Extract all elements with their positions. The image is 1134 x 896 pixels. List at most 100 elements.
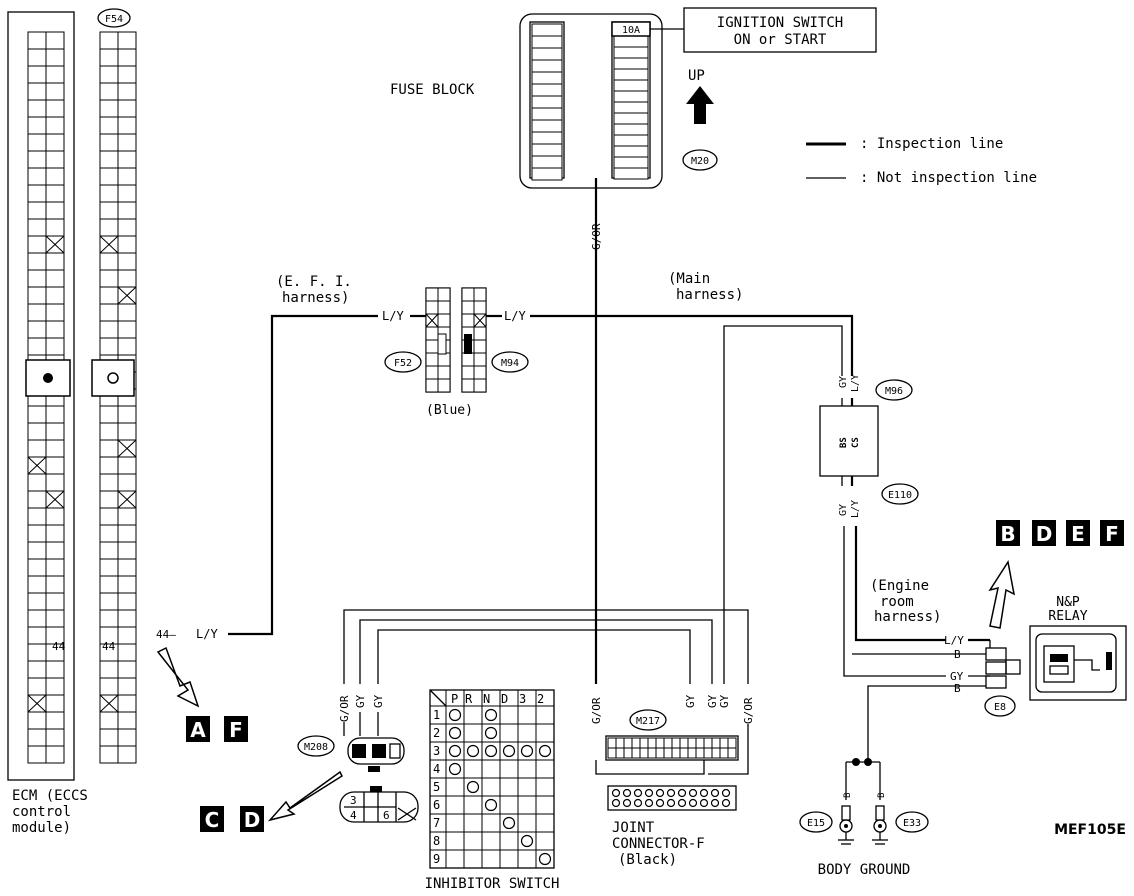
joint-label-1: JOINT — [612, 820, 655, 836]
badge-e: E — [1071, 522, 1085, 546]
f54-connector — [91, 31, 137, 764]
badge-f-right: F — [1105, 522, 1119, 546]
badge-d: D — [244, 808, 261, 832]
wire-gy-relay: GY — [950, 670, 964, 683]
inh-header-n: N — [483, 692, 490, 706]
wire-ly-ecm: L/Y — [196, 627, 218, 641]
wire-ly-m96: L/Y — [850, 374, 861, 392]
m208-connector: 3 4 6 — [339, 737, 419, 823]
badge-a: A — [190, 718, 206, 742]
m94-code: M94 — [501, 358, 519, 369]
badge-b: B — [1000, 522, 1015, 546]
ecm-label-3: module) — [12, 820, 71, 836]
inhibitor-table: P R N D 3 2 1 2 3 4 5 6 7 8 9 — [429, 689, 555, 869]
ignition-line1: IGNITION SWITCH — [717, 15, 843, 31]
engine-harness-1: (Engine — [870, 578, 929, 594]
ecm-label-1: ECM (ECCS — [12, 788, 88, 804]
ground-icon-e15 — [838, 805, 854, 845]
ecm-pin-44: 44 — [52, 640, 66, 653]
badge-group-bdef: B D E F — [996, 520, 1124, 546]
badge-group-cd: C D — [200, 806, 264, 832]
wire-b-e33: B — [877, 793, 887, 798]
fuse-block: 10A — [519, 13, 663, 189]
wire-ly-main: L/Y — [504, 309, 526, 323]
joint-connector-m217 — [605, 735, 739, 761]
badge-f: F — [229, 718, 243, 742]
inh-row-2: 2 — [433, 726, 440, 740]
np-relay — [1029, 625, 1127, 701]
m94-connector — [461, 287, 487, 393]
bscs-top: BS — [839, 437, 849, 448]
up-arrow-icon — [686, 86, 714, 124]
legend-inspection: : Inspection line — [860, 136, 1003, 152]
fuse-10a: 10A — [622, 25, 640, 36]
engine-harness-2: room — [880, 594, 914, 610]
efi-harness-1: (E. F. I. — [276, 274, 352, 290]
inh-row-9: 9 — [433, 852, 440, 866]
inh-row-6: 6 — [433, 798, 440, 812]
e110-code: E110 — [888, 490, 912, 501]
inh-header-2: 2 — [537, 692, 544, 706]
inh-header-p: P — [451, 692, 458, 706]
joint-label-2: CONNECTOR-F — [612, 836, 705, 852]
f54-pin-grid — [99, 31, 137, 764]
bscs-bottom: CS — [851, 437, 861, 448]
inh-row-4: 4 — [433, 762, 440, 776]
e8-code: E8 — [994, 702, 1006, 713]
f52-code: F52 — [394, 358, 412, 369]
inhibitor-label: INHIBITOR SWITCH — [425, 876, 560, 892]
wire-gy-inh-2: GY — [372, 694, 385, 708]
inh-header-3: 3 — [519, 692, 526, 706]
wire-gor-fuse: G/OR — [590, 223, 603, 250]
m217-code: M217 — [636, 716, 660, 727]
e33-code: E33 — [903, 818, 921, 829]
ignition-line2: ON or START — [734, 32, 827, 48]
joint-label-3: (Black) — [618, 852, 677, 868]
wire-gy-joint-2: GY — [706, 694, 719, 708]
wire-b-relay-2: B — [954, 682, 961, 695]
ecm-connector — [7, 11, 75, 781]
ecm-44-dash: 44— — [156, 628, 176, 641]
efi-harness-2: harness) — [282, 290, 349, 306]
wire-gy-inh-1: GY — [354, 694, 367, 708]
badge-d-right: D — [1036, 522, 1053, 546]
badge-group-af: A F — [186, 716, 248, 742]
bscs-block — [819, 405, 879, 477]
figure-id: MEF105E — [1054, 822, 1126, 838]
wire-gor-inh: G/OR — [338, 695, 351, 722]
body-ground-label: BODY GROUND — [818, 862, 911, 878]
np-relay-2: RELAY — [1048, 609, 1087, 624]
inh-header-r: R — [465, 692, 473, 706]
up-label: UP — [688, 68, 705, 84]
np-relay-1: N&P — [1056, 595, 1080, 610]
legend-not-inspection: : Not inspection line — [860, 170, 1037, 186]
ecm-pin-grid — [27, 31, 65, 764]
f54-pin-44: 44 — [102, 640, 116, 653]
blue-label: (Blue) — [426, 403, 473, 418]
inh-row-5: 5 — [433, 780, 440, 794]
fuse-block-label: FUSE BLOCK — [390, 82, 475, 98]
wire-gy-joint-1: GY — [684, 694, 697, 708]
m208-code: M208 — [304, 742, 328, 753]
m20-code: M20 — [691, 156, 709, 167]
joint-connector-f — [607, 785, 737, 811]
wire-ly-relay: L/Y — [944, 634, 964, 647]
inh-row-8: 8 — [433, 834, 440, 848]
svg-text:3: 3 — [350, 794, 357, 807]
inh-row-3: 3 — [433, 744, 440, 758]
wire-gy-m96: GY — [838, 376, 849, 388]
f54-code: F54 — [105, 14, 123, 25]
m96-code: M96 — [885, 386, 903, 397]
e8-connector — [985, 647, 1021, 689]
engine-harness-3: harness) — [874, 609, 941, 625]
e15-code: E15 — [807, 818, 825, 829]
wire-ly-efi: L/Y — [382, 309, 404, 323]
main-harness-1: (Main — [668, 271, 710, 287]
inh-row-1: 1 — [433, 708, 440, 722]
wire-gy-e110: GY — [838, 504, 849, 516]
wire-ly-e110: L/Y — [850, 500, 861, 518]
svg-text:4: 4 — [350, 809, 357, 822]
wire-gy-joint-3: GY — [718, 694, 731, 708]
ground-icon-e33 — [872, 805, 888, 845]
